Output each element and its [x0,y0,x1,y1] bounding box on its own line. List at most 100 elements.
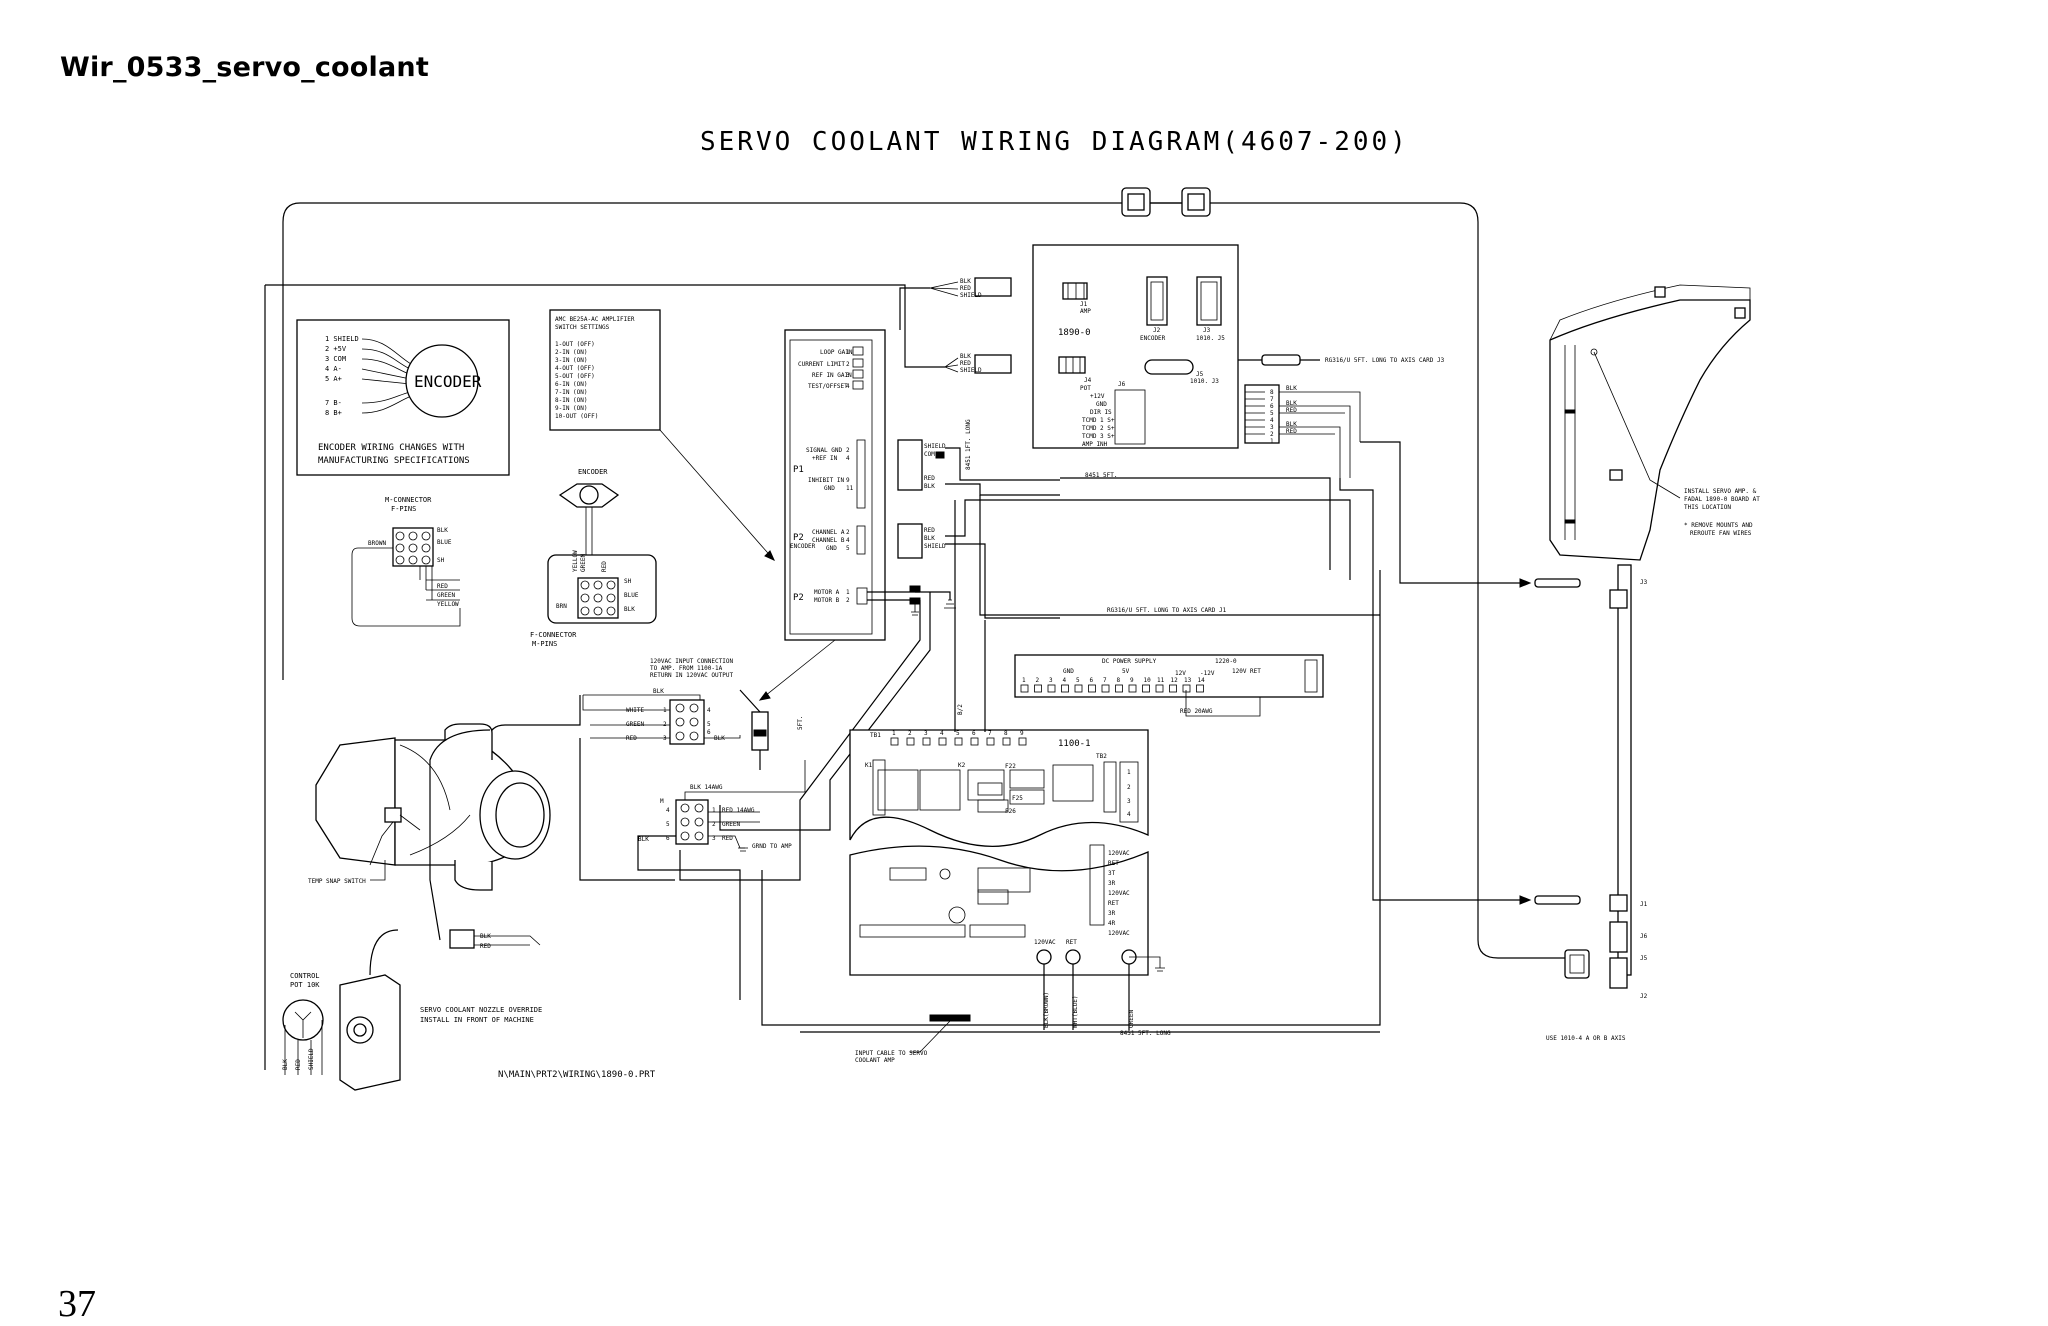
p1-connector: SHIELD COM RED BLK [897,439,946,491]
dc-terminal-11 [1155,684,1164,693]
svg-text:4 A-: 4 A- [325,365,342,373]
svg-text:5: 5 [666,821,670,828]
svg-text:4: 4 [846,537,850,544]
svg-text:5 A+: 5 A+ [325,375,342,383]
svg-text:P1: P1 [793,465,804,475]
svg-text:3-IN (ON): 3-IN (ON) [555,357,588,364]
svg-text:GND: GND [824,485,835,492]
svg-text:J2: J2 [1153,327,1161,334]
svg-text:120VAC: 120VAC [1108,890,1130,897]
cable-plug-top: RG316/U 5FT. LONG TO AXIS CARD J3 [1261,354,1445,366]
svg-text:J4: J4 [1084,377,1092,384]
svg-text:M-PINS: M-PINS [532,640,557,648]
svg-text:4: 4 [846,455,850,462]
tb1-terminal-1 [890,737,899,746]
svg-text:BLK: BLK [960,278,971,285]
page-heading: Wir_0533_servo_coolant [60,52,429,83]
shield-connector-top: BLK RED SHIELD [929,277,1012,299]
dc-label-4: 4 [1063,677,1067,684]
board-1890-0: 1890-0 J1 AMP J2 ENCODER J3 1010. J5 J4 … [1032,244,1239,449]
servo-amplifier: LOOP GAIN CURRENT LIMIT REF IN GAIN TEST… [784,329,886,641]
shield-connector-mid: BLK RED SHIELD [944,353,1012,374]
svg-text:2: 2 [846,361,850,368]
tb1-label-2: 2 [908,730,912,737]
dc-label-6: 6 [1090,677,1094,684]
svg-text:SHIELD: SHIELD [308,1048,315,1070]
svg-text:F-PINS: F-PINS [391,505,416,513]
svg-text:10-OUT (OFF): 10-OUT (OFF) [555,413,598,420]
dc-terminal-9 [1128,684,1137,693]
svg-text:TO AMP. FROM 1100-1A: TO AMP. FROM 1100-1A [650,665,723,672]
svg-text:2: 2 [1270,431,1274,438]
svg-text:THIS LOCATION: THIS LOCATION [1684,504,1731,511]
wire-green: GREEN [1128,1010,1135,1028]
tb1-label-6: 6 [972,730,976,737]
svg-text:RET: RET [1108,860,1119,867]
svg-text:BLK: BLK [638,836,649,843]
svg-text:RED: RED [1286,407,1297,414]
dc-label-5: 5 [1076,677,1080,684]
svg-text:TEST/OFFSET: TEST/OFFSET [808,383,848,390]
svg-text:7-IN (ON): 7-IN (ON) [555,389,588,396]
svg-text:BLK: BLK [924,483,935,490]
dc-terminal-12 [1169,684,1177,693]
control-pot: CONTROL POT 10K BLK RED SHIELD [282,972,324,1075]
svg-text:3: 3 [1270,424,1274,431]
encoder-device: ENCODER YELLOW GREEN RED SH BLUE BLK BRN… [530,468,657,648]
wire-wht-blue: WHT(BLUE) [1072,995,1079,1028]
coolant-motor: TEMP SNAP SWITCH [308,723,551,891]
dc-power-supply: GND DC POWER SUPPLY 5V 12V -12V 1220-0 1… [1014,654,1324,715]
dc-terminal-3 [1047,684,1056,693]
svg-text:BLK 14AWG: BLK 14AWG [690,784,723,791]
svg-text:MOTOR A: MOTOR A [814,589,840,596]
svg-text:SHIELD: SHIELD [924,543,946,550]
svg-text:6: 6 [666,835,670,842]
tb1-terminal-3 [922,737,931,746]
svg-text:AMP INH: AMP INH [1082,441,1108,448]
svg-text:1010. J3: 1010. J3 [1190,378,1219,385]
svg-text:F-CONNECTOR: F-CONNECTOR [530,631,577,639]
svg-text:3R: 3R [1108,880,1116,887]
svg-text:ENCODER: ENCODER [578,468,608,476]
svg-text:RED: RED [924,527,935,534]
motor-wire-connector: BLK RED [449,929,491,950]
svg-text:1: 1 [712,807,716,814]
svg-text:LOOP GAIN: LOOP GAIN [820,349,853,356]
amp-switch-settings: AMC BE25A-AC AMPLIFIER SWITCH SETTINGS 1… [549,309,661,431]
svg-text:2: 2 [846,597,850,604]
input-cable-label2: COOLANT AMP [855,1057,895,1064]
svg-text:11: 11 [846,485,854,492]
file-path-label: N\MAIN\PRT2\WIRING\1890-0.PRT [498,1070,656,1080]
svg-text:CONTROL: CONTROL [290,972,320,980]
right-db-connector [1564,949,1590,979]
svg-text:SIGNAL GND: SIGNAL GND [806,447,843,454]
svg-text:P2: P2 [793,533,804,543]
svg-text:J6: J6 [1640,933,1648,940]
dc-terminal-1 [1020,684,1029,693]
svg-text:FADAL 1890-0 BOARD AT: FADAL 1890-0 BOARD AT [1684,496,1760,503]
svg-text:2: 2 [712,821,716,828]
svg-text:K1: K1 [865,762,873,769]
svg-text:5: 5 [1270,410,1274,417]
svg-text:F26: F26 [1005,808,1016,815]
dc-label-12: 12 [1171,677,1179,684]
svg-text:P2: P2 [793,593,804,603]
svg-text:POT 10K: POT 10K [290,981,320,989]
svg-text:INSTALL SERVO AMP. &: INSTALL SERVO AMP. & [1684,488,1757,495]
svg-text:2-IN (ON): 2-IN (ON) [555,349,588,356]
tb1-terminal-2 [906,737,915,746]
dc-terminal-4 [1061,684,1069,693]
svg-text:CHANNEL A: CHANNEL A [812,529,845,536]
tb1-label-8: 8 [1004,730,1008,737]
svg-text:POT: POT [1080,385,1091,392]
svg-text:CHANNEL B: CHANNEL B [812,537,845,544]
dc-terminal-7 [1101,684,1110,693]
svg-text:5: 5 [707,721,711,728]
svg-text:1010. J5: 1010. J5 [1196,335,1225,342]
svg-text:2 +5V: 2 +5V [325,345,347,353]
svg-text:J2: J2 [1640,993,1648,1000]
svg-text:RET: RET [1108,900,1119,907]
svg-text:BLK: BLK [624,606,635,613]
svg-text:5V: 5V [1122,668,1130,675]
svg-text:BLUE: BLUE [437,539,452,546]
